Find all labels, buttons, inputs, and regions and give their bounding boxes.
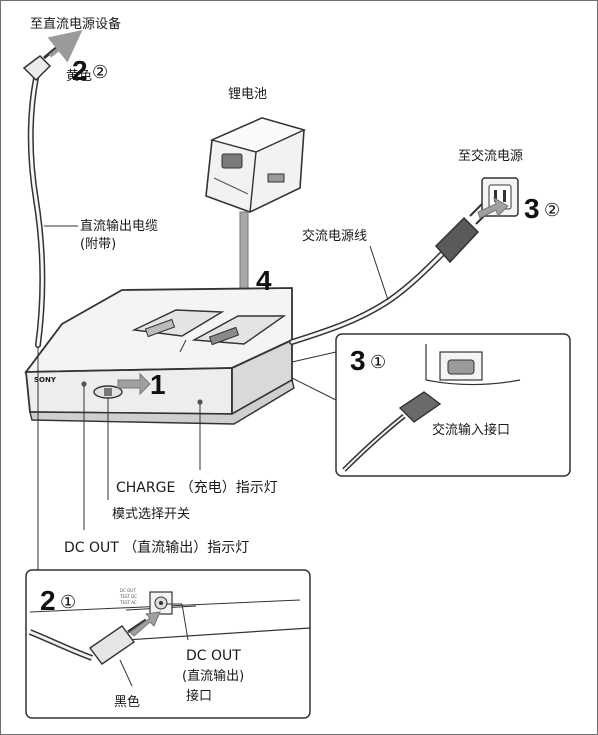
label-charge-indicator: CHARGE （充电）指示灯 [116, 480, 278, 496]
panel-mode-test-ac: TEST AC [119, 600, 137, 605]
label-dc-out-jack: DC OUT [186, 648, 241, 664]
label-dc-out-indicator: DC OUT （直流输出）指示灯 [64, 539, 249, 556]
inset-ac-input [292, 334, 570, 476]
step-3-1-number: 3 [350, 345, 366, 376]
step-4-number: 4 [256, 265, 272, 296]
charge-indicator-lamp [197, 399, 202, 404]
charger-unit: SONY [26, 288, 294, 424]
dc-out-indicator-lamp [81, 381, 86, 386]
step-3-2-sub: ② [544, 200, 560, 221]
step-3-1-sub: ① [370, 352, 386, 373]
step-1-number: 1 [150, 369, 166, 400]
label-ac-cord: 交流电源线 [302, 228, 367, 244]
lithium-battery [206, 118, 304, 212]
label-dc-out-jack-cn: (直流输出) [182, 668, 244, 684]
step-3-2-number: 3 [524, 193, 540, 224]
dc-output-cable [24, 40, 70, 345]
dc-device-arrow [50, 40, 70, 56]
ac-power-cord [292, 204, 488, 342]
panel-mode-dc-out: DC OUT [120, 588, 136, 593]
step-2-2-sub: ② [92, 62, 108, 83]
step-2-2-number: 2 [72, 55, 88, 86]
step-2-1-sub: ① [60, 592, 76, 613]
panel-mode-test-dc: TEST DC [119, 594, 137, 599]
step-2-1-number: 2 [40, 585, 56, 616]
brand-logo: SONY [34, 376, 57, 384]
label-dc-cable: 直流输出电缆 [80, 218, 158, 234]
label-dc-cable-supplied: (附带) [80, 237, 116, 252]
label-mode-switch: 模式选择开关 [112, 507, 190, 522]
label-dc-device: 至直流电源设备 [30, 16, 121, 32]
label-ac-input: 交流输入接口 [432, 422, 510, 438]
label-black: 黑色 [114, 694, 140, 710]
label-battery: 锂电池 [228, 87, 267, 102]
label-ac-source: 至交流电源 [458, 148, 523, 164]
label-dc-out-jack-port: 接口 [186, 688, 212, 704]
